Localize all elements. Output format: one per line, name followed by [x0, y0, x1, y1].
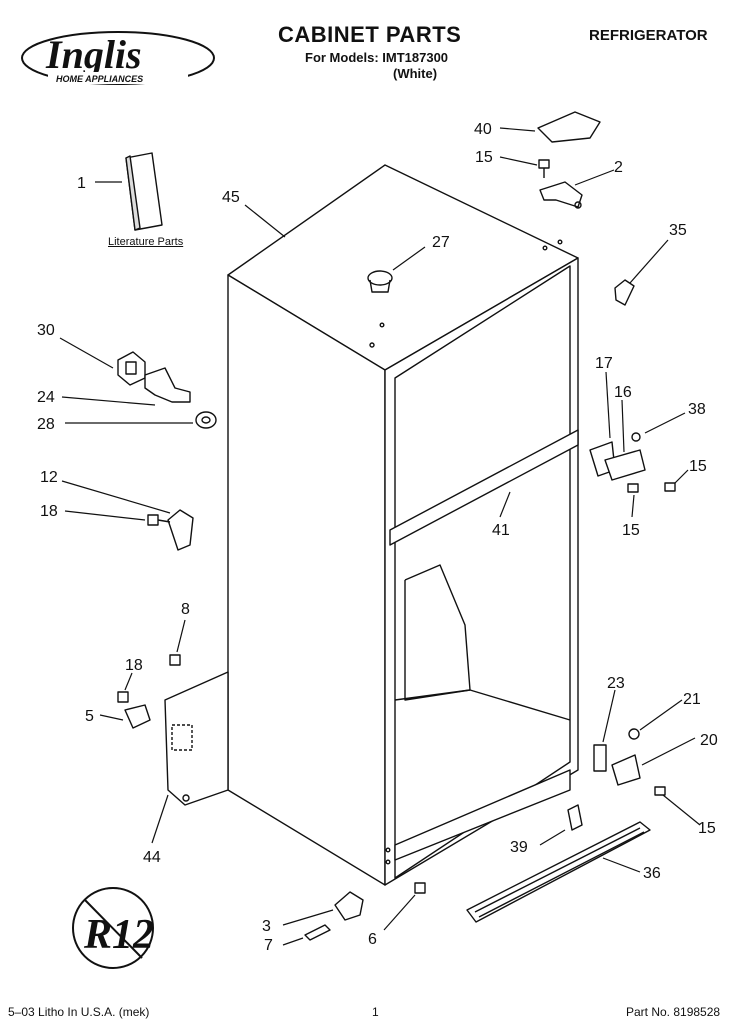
- callout-38: 38: [688, 401, 706, 418]
- callout-7: 7: [264, 937, 273, 954]
- callout-18: 18: [125, 657, 143, 674]
- roller-part: [334, 891, 364, 921]
- callout-17: 17: [595, 355, 613, 372]
- leader-lines: [59, 127, 701, 946]
- callout-18: 18: [40, 503, 58, 520]
- footer-litho: 5–03 Litho In U.S.A. (mek): [8, 1005, 150, 1019]
- footer-page-number: 1: [372, 1005, 379, 1019]
- bottom-hinge-part: [611, 754, 641, 786]
- callout-28: 28: [37, 416, 55, 433]
- callout-40: 40: [474, 121, 492, 138]
- center-hinge-screws: [627, 482, 676, 493]
- callout-24: 24: [37, 389, 55, 406]
- top-screw-part: [538, 159, 550, 178]
- footer-part-number: Part No. 8198528: [626, 1005, 721, 1019]
- brand-logo: Inglis HOME APPLIANCES: [18, 20, 218, 90]
- callout-27: 27: [432, 234, 450, 251]
- callout-15: 15: [622, 522, 640, 539]
- hinge-pin-part: [614, 279, 635, 306]
- callout-21: 21: [683, 691, 701, 708]
- callout-8: 8: [181, 601, 190, 618]
- hinge-cover-part: [537, 111, 601, 143]
- callout-15: 15: [475, 149, 493, 166]
- grille-clip-part: [567, 804, 583, 831]
- callout-1: 1: [77, 175, 86, 192]
- r12-badge-text: R12: [83, 912, 154, 958]
- plug-part: [367, 270, 393, 286]
- screw-8-part: [169, 654, 181, 666]
- cabinet: [227, 164, 579, 886]
- brand-tagline: HOME APPLIANCES: [56, 74, 143, 84]
- literature-parts-link[interactable]: Literature Parts: [108, 236, 184, 248]
- callout-30: 30: [37, 322, 55, 339]
- screw-18-part: [117, 691, 129, 703]
- callout-15: 15: [689, 458, 707, 475]
- category-label: REFRIGERATOR: [589, 27, 708, 44]
- spacer-part: [593, 744, 607, 772]
- screw-6-part: [414, 882, 426, 894]
- leveling-leg-part: [144, 367, 191, 403]
- callout-16: 16: [614, 384, 632, 401]
- roller-pin-part: [304, 924, 331, 941]
- callout-23: 23: [607, 675, 625, 692]
- callout-39: 39: [510, 839, 528, 856]
- r12-badge: [72, 887, 154, 969]
- callout-35: 35: [669, 222, 687, 239]
- toe-grille-part: [466, 821, 651, 923]
- callout-6: 6: [368, 931, 377, 948]
- nut-part: [195, 411, 217, 429]
- callout-3: 3: [262, 918, 271, 935]
- callout-12: 12: [40, 469, 58, 486]
- screw-part: [147, 514, 171, 526]
- callout-45: 45: [222, 189, 240, 206]
- callout-2: 2: [614, 159, 623, 176]
- callout-20: 20: [700, 732, 718, 749]
- models-line: For Models: IMT187300: [305, 50, 449, 65]
- washer-part: [628, 728, 640, 740]
- callout-36: 36: [643, 865, 661, 882]
- callout-5: 5: [85, 708, 94, 725]
- callout-41: 41: [492, 522, 510, 539]
- bracket-part: [167, 509, 194, 551]
- page-title: CABINET PARTS: [278, 22, 462, 47]
- callout-44: 44: [143, 849, 161, 866]
- inglis-logo-icon: Inglis HOME APPLIANCES: [21, 31, 215, 85]
- side-bracket-part: [164, 671, 229, 806]
- clip-part: [124, 704, 151, 729]
- color-line: (White): [393, 66, 438, 81]
- callout-numbers: 40 15 2 35 1 45 27 30 24 28 17 16 38 15 …: [37, 121, 718, 954]
- literature-booklet: [125, 152, 163, 231]
- brand-name: Inglis: [45, 32, 142, 77]
- top-hinge-part: [539, 181, 583, 208]
- callout-15: 15: [698, 820, 716, 837]
